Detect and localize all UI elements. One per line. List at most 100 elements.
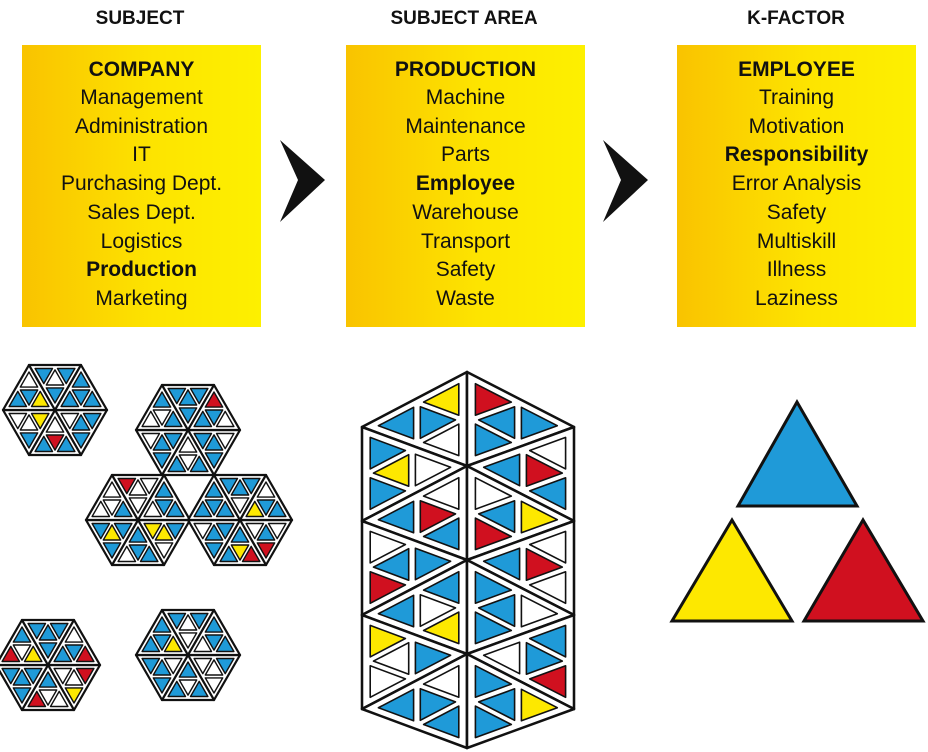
mosaic-tile — [152, 434, 172, 451]
list-item: Administration — [74, 114, 209, 138]
mosaic-tile — [474, 705, 513, 739]
list-item: Motivation — [748, 114, 845, 138]
mosaic-tile — [71, 414, 91, 431]
mosaic-tile — [152, 659, 172, 676]
chevron-right-icon — [603, 140, 648, 222]
mosaic-tile — [422, 382, 460, 417]
mosaic-tile — [189, 387, 209, 405]
mosaic-tile — [38, 642, 58, 659]
list-item: Marketing — [95, 286, 188, 310]
mosaic-tile — [8, 390, 28, 408]
mosaic-tile — [189, 455, 209, 473]
mosaic-tile — [193, 432, 213, 450]
mosaic-tile — [520, 500, 559, 534]
mosaic-tile — [113, 500, 133, 518]
mosaic-tile — [369, 664, 407, 699]
triangle-icon — [669, 517, 795, 623]
box-company: COMPANY Management Administration IT Pur… — [22, 45, 261, 327]
mosaic-tile — [34, 367, 54, 385]
list-item: Multiskill — [756, 229, 837, 253]
mosaic-tile — [38, 689, 58, 706]
mosaic-tile — [60, 412, 80, 430]
column-title-subject: SUBJECT — [95, 8, 185, 29]
mosaic-tile — [204, 452, 224, 469]
mosaic-tile — [102, 524, 122, 541]
mosaic-tile — [520, 594, 559, 628]
mosaic-tile — [82, 412, 102, 430]
mosaic-tile — [474, 476, 513, 511]
mosaic-tile — [143, 522, 163, 540]
list-item: Machine — [425, 86, 506, 109]
mosaic-tile — [422, 423, 460, 457]
mosaic-tile — [474, 423, 513, 457]
mosaic-tile — [520, 406, 559, 440]
mosaic-tile — [256, 481, 276, 498]
mosaic-tile — [27, 690, 47, 708]
list-item: Responsibility — [724, 143, 869, 167]
mosaic-tile — [1, 667, 21, 685]
mosaic-tile — [372, 641, 410, 676]
mosaic-tile — [56, 367, 76, 385]
item-list: Training Motivation Responsibility Error… — [677, 84, 916, 314]
list-item: Sales Dept. — [87, 200, 196, 224]
mosaic-tile — [23, 645, 43, 663]
mosaic-tile — [178, 407, 198, 424]
box-production: PRODUCTION Machine Maintenance Parts Emp… — [346, 45, 585, 327]
mosaic-tile — [141, 410, 161, 428]
mosaic-tile — [474, 664, 513, 699]
mosaic-tile — [167, 387, 187, 405]
mosaic-tile — [143, 500, 163, 518]
mosaic-tile — [482, 547, 521, 581]
list-item: Purchasing Dept. — [60, 172, 223, 196]
mosaic-tile — [422, 570, 460, 605]
mosaic-tile — [474, 517, 513, 551]
column-title-k-factor: K-FACTOR — [747, 8, 845, 29]
mosaic-tile — [167, 455, 187, 473]
mosaic-tile — [152, 391, 172, 408]
mosaic-tile — [165, 522, 185, 540]
mosaic-tile — [422, 664, 460, 699]
mosaic-tile — [377, 594, 415, 628]
mosaic-tile — [204, 616, 224, 633]
mosaic-tile — [372, 453, 410, 488]
mosaic-tile — [102, 481, 122, 498]
mosaic-tile — [477, 499, 516, 534]
mosaic-tile — [82, 390, 102, 408]
mosaic-tile — [215, 500, 235, 518]
mosaic-tile — [204, 481, 224, 498]
mosaic-tile — [204, 677, 224, 694]
mosaic-tile — [215, 522, 235, 540]
mosaic-tile — [482, 453, 521, 487]
mosaic-tile — [245, 522, 265, 540]
mosaic-tile — [230, 497, 250, 514]
mosaic-tile — [230, 526, 250, 543]
mosaic-tile — [163, 410, 183, 428]
list-item: Transport — [420, 229, 511, 253]
mosaic-tile — [528, 530, 567, 564]
mosaic-tile — [23, 667, 43, 685]
mosaic-tile — [45, 369, 65, 386]
mosaic-tile — [482, 641, 521, 675]
mosaic-tile — [178, 614, 198, 631]
mosaic-tile — [167, 680, 187, 698]
mosaic-tile — [165, 500, 185, 518]
list-item: Parts — [440, 143, 490, 167]
mosaic-tile — [60, 390, 80, 408]
mosaic-tile — [204, 634, 224, 651]
mosaic-tile — [256, 499, 276, 516]
box-employee: EMPLOYEE Training Motivation Responsibil… — [677, 45, 916, 327]
mosaic-tile — [71, 371, 91, 388]
mosaic-tile — [193, 410, 213, 428]
mosaic-tile — [91, 522, 111, 540]
mosaic-tile — [193, 657, 213, 675]
mosaic-tile — [152, 677, 172, 694]
mosaic-tile — [49, 690, 69, 708]
mosaic-tile — [241, 477, 261, 495]
mosaic-tile — [377, 500, 415, 534]
mosaic-tile — [245, 500, 265, 518]
mosaic-tile — [91, 500, 111, 518]
mosaic-tile — [422, 517, 460, 551]
mosaic-tile — [38, 671, 58, 688]
mosaic-tile — [474, 382, 513, 417]
box-heading: PRODUCTION — [394, 58, 537, 81]
